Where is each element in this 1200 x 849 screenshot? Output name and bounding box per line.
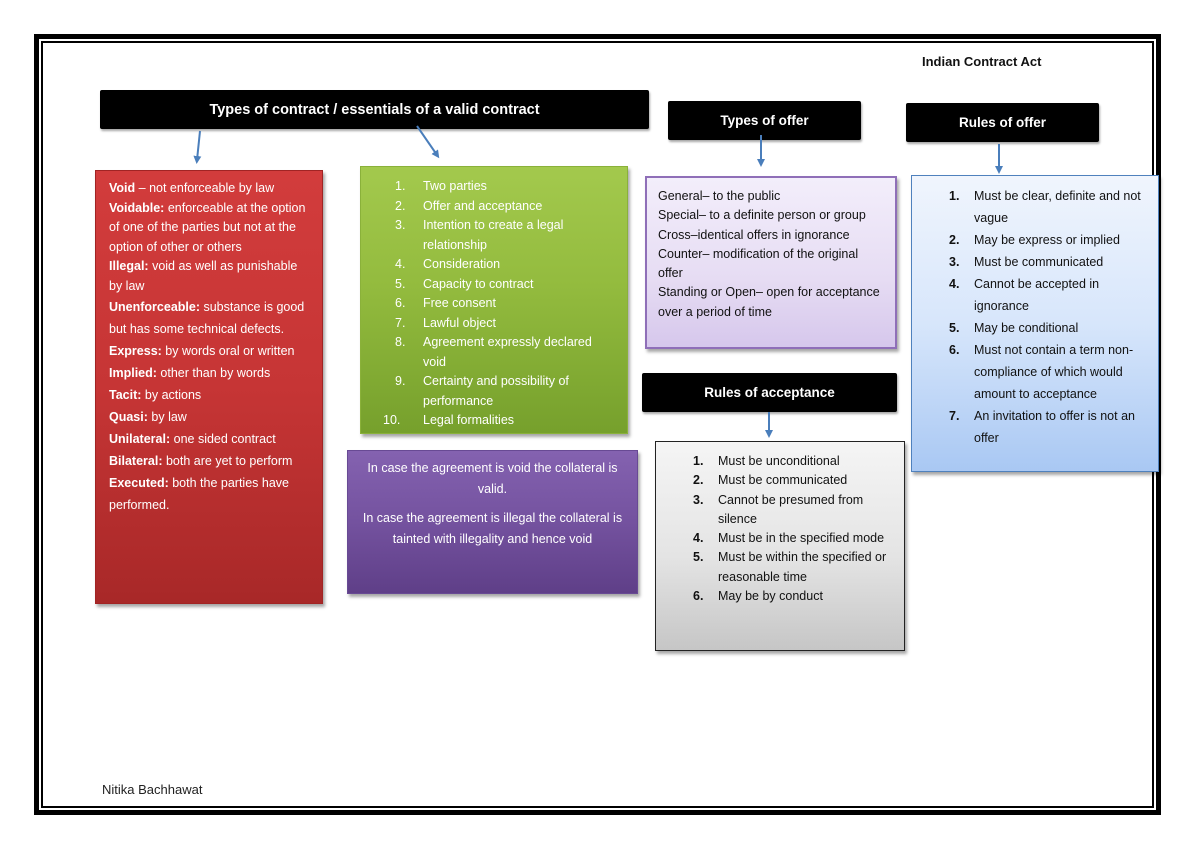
acceptance-rule-item: 6.May be by conduct xyxy=(693,589,823,604)
acceptance-rule-item: 4.Must be in the specified mode xyxy=(693,531,885,546)
offer-rule-item: 7.An invitation to offer is not an offer xyxy=(949,409,1135,445)
header-rules-of-acceptance: Rules of acceptance xyxy=(642,373,897,412)
contract-type-item: Illegal: void as well as punishable by l… xyxy=(109,259,298,293)
essential-item: 6.Free consent xyxy=(395,296,496,310)
offer-type-item: Standing or Open– open for acceptance ov… xyxy=(658,285,880,319)
essential-item: 2.Offer and acceptance xyxy=(395,198,543,213)
essentials-box: 1.Two parties 2.Offer and acceptance 3.I… xyxy=(360,166,628,434)
acceptance-rule-item: 1.Must be unconditional xyxy=(693,454,840,468)
essential-item: 1.Two parties xyxy=(395,179,487,193)
contract-type-item: Quasi: by law xyxy=(109,410,187,424)
rules-of-offer-box: 1.Must be clear, definite and not vague … xyxy=(911,175,1159,472)
essential-item: 8.Agreement expressly declared void xyxy=(395,335,592,369)
header-types-of-contract-label: Types of contract / essentials of a vali… xyxy=(209,101,540,118)
offer-rule-item: 1.Must be clear, definite and not vague xyxy=(949,189,1141,225)
essential-item: 4.Consideration xyxy=(395,257,501,271)
header-types-of-offer-label: Types of offer xyxy=(720,113,809,128)
offer-rule-item: 6.Must not contain a term non-compliance… xyxy=(949,343,1134,401)
essential-item: 7.Lawful object xyxy=(395,315,496,330)
author-name: Nitika Bachhawat xyxy=(102,782,203,797)
contract-type-item: Unenforceable: substance is good but has… xyxy=(109,300,305,336)
header-rules-of-acceptance-label: Rules of acceptance xyxy=(704,385,835,400)
offer-rule-item: 3.Must be communicated xyxy=(949,255,1104,269)
header-rules-of-offer: Rules of offer xyxy=(906,103,1099,142)
essentials-list: 1.Two parties 2.Offer and acceptance 3.I… xyxy=(361,177,617,431)
offer-type-item: Cross–identical offers in ignorance xyxy=(658,227,850,242)
rules-of-acceptance-box: 1.Must be unconditional 2.Must be commun… xyxy=(655,441,905,651)
collateral-note-void: In case the agreement is void the collat… xyxy=(367,461,618,496)
contract-type-item: Bilateral: both are yet to perform xyxy=(109,454,293,468)
header-rules-of-offer-label: Rules of offer xyxy=(958,115,1046,130)
offer-rule-item: 5.May be conditional xyxy=(949,321,1079,335)
offer-type-item: Counter– modification of the original of… xyxy=(658,246,859,281)
types-of-offer-box: General– to the public Special– to a def… xyxy=(645,176,897,349)
header-types-of-offer: Types of offer xyxy=(668,101,861,140)
contract-type-item: Executed: both the parties have performe… xyxy=(109,476,289,512)
essential-item: 5.Capacity to contract xyxy=(395,276,534,291)
contract-type-item: Voidable: enforceable at the option of o… xyxy=(109,200,306,254)
header-types-of-contract: Types of contract / essentials of a vali… xyxy=(100,90,649,129)
contract-type-item: Express: by words oral or written xyxy=(109,344,295,358)
offer-type-item: Special– to a definite person or group xyxy=(658,208,866,223)
rules-of-offer-list: 1.Must be clear, definite and not vague … xyxy=(912,185,1150,449)
offer-rule-item: 2.May be express or implied xyxy=(949,233,1120,247)
contract-type-item: Void – not enforceable by law xyxy=(109,181,275,195)
acceptance-rule-item: 3.Cannot be presumed from silence xyxy=(693,492,864,526)
acceptance-rule-item: 2.Must be communicated xyxy=(693,473,848,488)
essential-item: 10.Legal formalities xyxy=(383,413,515,427)
collateral-note-illegal: In case the agreement is illegal the col… xyxy=(362,511,623,546)
contract-type-item: Implied: other than by words xyxy=(109,366,271,380)
offer-type-item: General– to the public xyxy=(658,189,781,203)
document-title: Indian Contract Act xyxy=(922,54,1042,69)
offer-rule-item: 4.Cannot be accepted in ignorance xyxy=(949,277,1100,313)
acceptance-rule-item: 5.Must be within the specified or reason… xyxy=(693,550,887,584)
rules-of-acceptance-list: 1.Must be unconditional 2.Must be commun… xyxy=(656,452,896,606)
contract-type-item: Tacit: by actions xyxy=(109,388,202,402)
types-of-contract-box: Void – not enforceable by law Voidable: … xyxy=(95,170,323,604)
essential-item: 9.Certainty and possibility of performan… xyxy=(395,374,569,408)
essential-item: 3.Intention to create a legal relationsh… xyxy=(395,218,564,252)
contract-type-item: Unilateral: one sided contract xyxy=(109,432,276,446)
collateral-note-box: In case the agreement is void the collat… xyxy=(347,450,638,594)
